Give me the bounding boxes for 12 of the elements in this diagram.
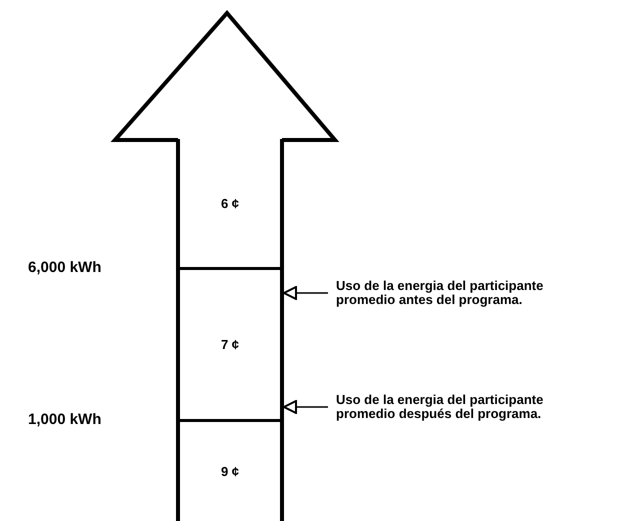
price-label: 7 ¢ xyxy=(220,337,240,352)
pointer-arrow xyxy=(283,400,328,414)
price-band xyxy=(176,419,284,521)
annotation-text: Uso de la energia del participante promedio después del programa. xyxy=(336,393,544,421)
price-label: 6 ¢ xyxy=(220,196,240,210)
threshold-label: 1,000 kWh xyxy=(28,411,102,428)
price-band xyxy=(176,267,284,419)
price-band xyxy=(176,139,284,267)
price-label: 9 ¢ xyxy=(220,464,240,479)
threshold-label: 6,000 kWh xyxy=(28,259,102,276)
annotation-text: Uso de la energia del participante promedio antes del programa. xyxy=(336,279,544,307)
pointer-arrow xyxy=(283,286,328,300)
